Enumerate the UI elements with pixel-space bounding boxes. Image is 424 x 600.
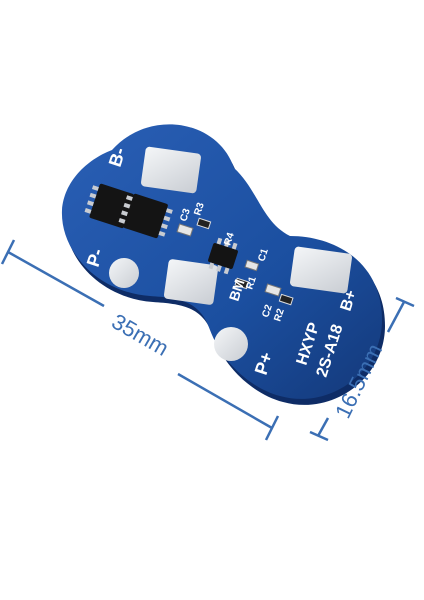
label-p-minus: P- xyxy=(83,246,108,269)
label-c1: C1 xyxy=(256,247,271,263)
label-bm: BM xyxy=(226,277,248,303)
width-dimension xyxy=(309,296,415,442)
pad-p-minus xyxy=(109,258,139,288)
label-b-plus: B+ xyxy=(338,288,361,313)
label-c3: C3 xyxy=(178,207,193,223)
capacitor-c2 xyxy=(264,283,282,297)
label-r1: R1 xyxy=(244,275,259,291)
pad-b-minus xyxy=(141,146,201,194)
pad-bm xyxy=(163,259,219,305)
resistor-r3 xyxy=(196,217,212,230)
label-r2: R2 xyxy=(272,307,287,323)
label-c2: C2 xyxy=(260,303,275,319)
pad-b-plus xyxy=(290,246,352,294)
protection-ic xyxy=(208,237,238,275)
label-r4: R4 xyxy=(222,231,237,247)
pad-p-plus xyxy=(214,327,248,361)
resistor-r2 xyxy=(278,293,294,306)
capacitor-c3 xyxy=(176,223,194,237)
capacitor-c1 xyxy=(244,259,260,272)
mosfet-chip-2 xyxy=(118,193,173,239)
length-dimension xyxy=(0,239,280,441)
length-label: 35mm xyxy=(108,309,173,361)
resistor-r1 xyxy=(234,277,250,290)
label-r3: R3 xyxy=(192,201,207,217)
